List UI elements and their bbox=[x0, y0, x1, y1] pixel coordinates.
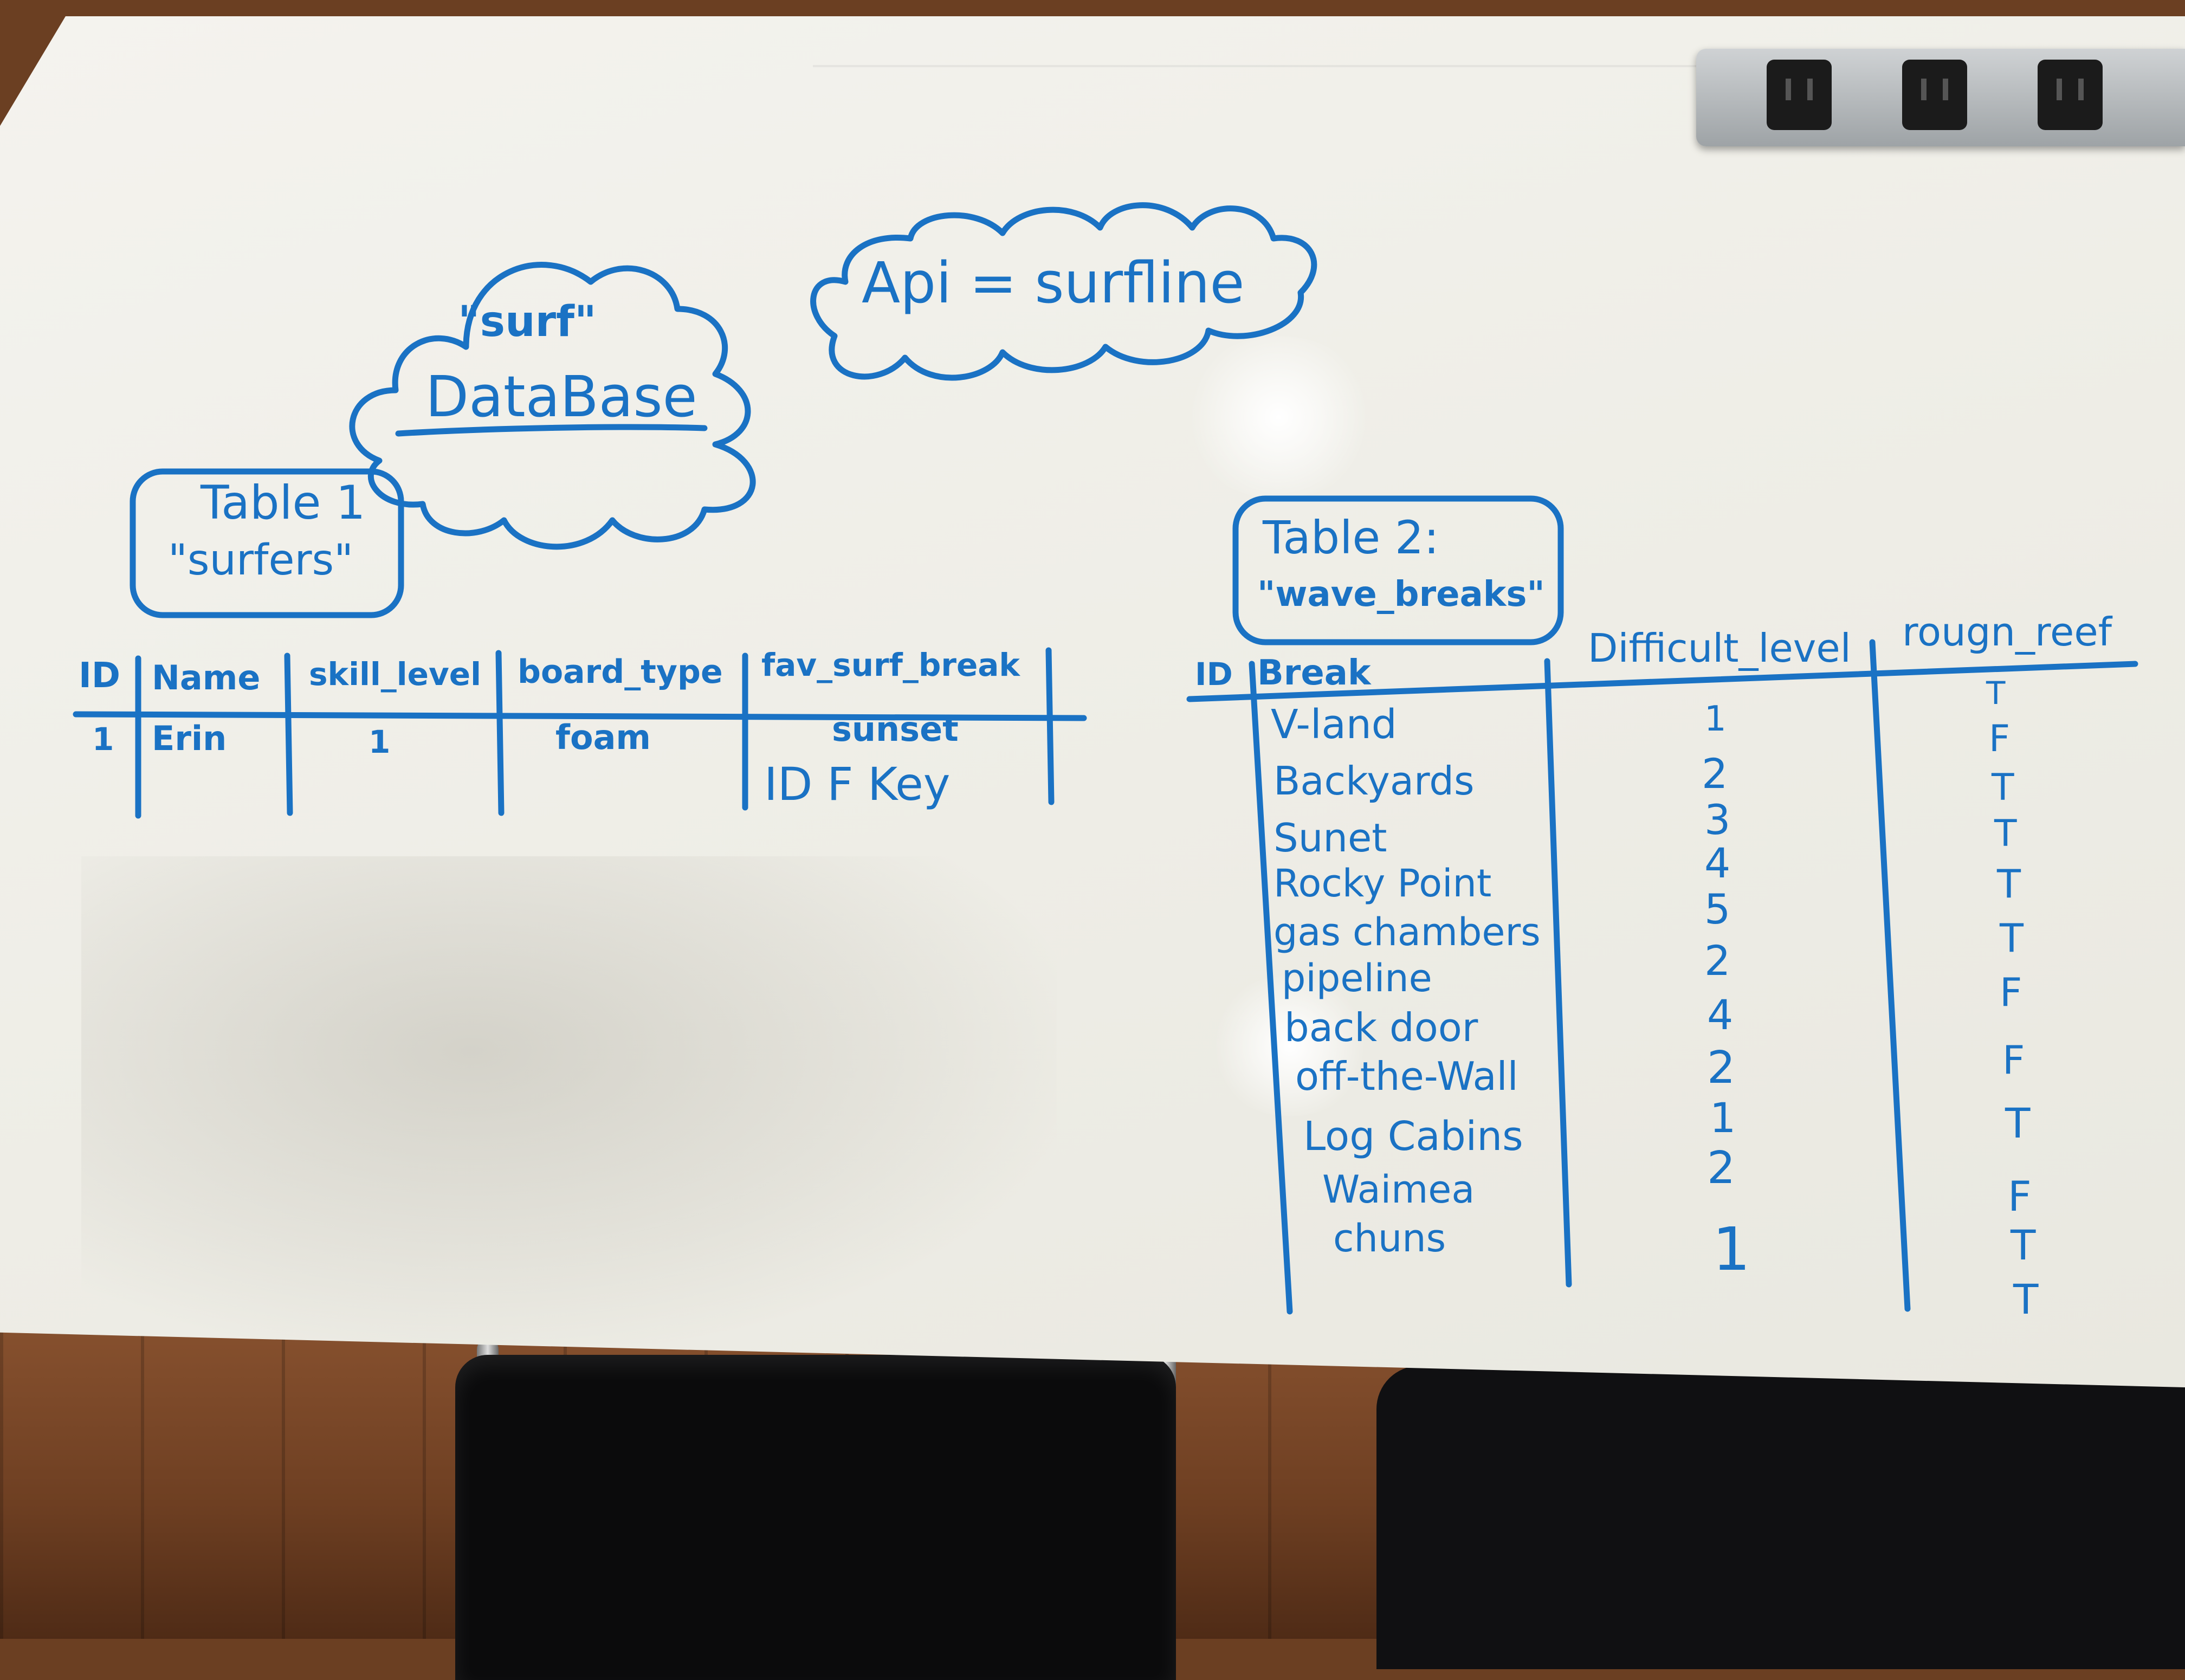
board-seam bbox=[813, 65, 1897, 67]
database-title: DataBase bbox=[425, 364, 697, 430]
shadow bbox=[81, 856, 1057, 1344]
table1-header-fav-surf-break: fav_surf_break bbox=[761, 647, 1020, 683]
table1-header-skill-level: skill_level bbox=[309, 656, 481, 693]
api-cloud bbox=[810, 202, 1317, 381]
table2-break: off-the-Wall bbox=[1295, 1054, 1518, 1099]
table1-header-board-type: board_type bbox=[518, 653, 723, 691]
whiteboard bbox=[0, 16, 2185, 1387]
table1-header-line bbox=[73, 711, 1087, 721]
table2-label-box bbox=[1232, 495, 1564, 645]
table2-break: Sunet bbox=[1273, 815, 1387, 861]
table2-difficulty: 4 bbox=[1707, 991, 1734, 1039]
table2-break: V-land bbox=[1271, 701, 1397, 748]
table2-reef: F bbox=[2002, 1037, 2025, 1083]
api-label: Api = surfline bbox=[862, 250, 1245, 316]
table1-title: Table 1 bbox=[201, 476, 366, 530]
table2-reef: F bbox=[2008, 1172, 2032, 1220]
table2-difficulty: 2 bbox=[1707, 1042, 1736, 1094]
table1-cell-skill-level: 1 bbox=[369, 723, 391, 760]
table2-header-difficult-level: Difficult_level bbox=[1588, 625, 1851, 671]
table2-header-rougn-reef: rougn_reef bbox=[1902, 609, 2112, 655]
table2-difficulty: 3 bbox=[1704, 796, 1731, 844]
outlet bbox=[1902, 60, 1967, 130]
table2-difficulty: 1 bbox=[1712, 1214, 1750, 1284]
table2-break: back door bbox=[1284, 1005, 1478, 1050]
table1-label-box bbox=[130, 468, 404, 618]
table1-header-id: ID bbox=[79, 656, 120, 696]
table2-reef: T bbox=[1997, 861, 2021, 907]
table2-header-break: Break bbox=[1257, 653, 1371, 693]
table1-cell-name: Erin bbox=[152, 719, 227, 758]
table2-break: Rocky Point bbox=[1273, 861, 1492, 906]
table1-foreign-key-note: ID F Key bbox=[764, 758, 951, 811]
table1-cell-id: 1 bbox=[92, 721, 114, 758]
table2-name: "wave_breaks" bbox=[1257, 574, 1545, 615]
table1-col-line bbox=[495, 650, 505, 816]
table1-col-line bbox=[284, 652, 293, 816]
table2-col-line bbox=[1249, 661, 1293, 1315]
table2-difficulty: 4 bbox=[1704, 839, 1731, 887]
database-underline bbox=[395, 424, 708, 437]
table1-cell-fav-surf-break: sunset bbox=[832, 709, 959, 749]
table2-break: Backyards bbox=[1273, 758, 1475, 804]
table2-difficulty: 5 bbox=[1704, 885, 1731, 933]
table2-difficulty: 1 bbox=[1710, 1094, 1736, 1142]
table2-header-id: ID bbox=[1195, 656, 1233, 693]
power-strip bbox=[1696, 49, 2185, 146]
table2-reef: T bbox=[2005, 1099, 2031, 1147]
table2-col-line bbox=[1544, 658, 1572, 1288]
table2-break: pipeline bbox=[1282, 956, 1432, 1000]
table2-header-line bbox=[1186, 661, 2138, 702]
light-glare bbox=[1181, 336, 1376, 499]
light-glare bbox=[1208, 975, 1371, 1116]
table1-header-name: Name bbox=[152, 658, 261, 697]
table2-break: chuns bbox=[1333, 1216, 1446, 1261]
chair-right bbox=[1376, 1366, 2185, 1669]
table2-difficulty: 2 bbox=[1707, 1142, 1736, 1194]
outlet bbox=[1767, 60, 1832, 130]
outlet bbox=[2038, 60, 2103, 130]
table2-break: Log Cabins bbox=[1303, 1113, 1523, 1160]
table2-reef: F bbox=[1989, 718, 2011, 760]
marker-drawing bbox=[73, 202, 2138, 1315]
chair-left bbox=[455, 1355, 1176, 1680]
database-label: "surf" bbox=[458, 298, 597, 346]
table2-break: Waimea bbox=[1322, 1167, 1475, 1212]
table2-reef: T bbox=[1992, 766, 2014, 809]
table2-reef: F bbox=[2000, 970, 2022, 1015]
table1-cell-board-type: foam bbox=[555, 718, 651, 757]
table2-reef: T bbox=[2011, 1221, 2036, 1269]
database-cloud bbox=[349, 262, 756, 550]
table2-difficulty: 1 bbox=[1704, 699, 1727, 739]
table2-col-line bbox=[1869, 639, 1911, 1312]
table2-title: Table 2: bbox=[1263, 511, 1439, 564]
table2-break: gas chambers bbox=[1273, 910, 1541, 954]
table2-reef: T bbox=[1994, 812, 2017, 855]
table2-reef: T bbox=[2000, 915, 2024, 961]
table2-reef: T bbox=[1986, 675, 2006, 712]
table2-reef: T bbox=[2013, 1275, 2039, 1323]
table1-name: "surfers" bbox=[168, 536, 354, 585]
table1-col-line bbox=[1045, 647, 1055, 805]
table2-difficulty: 2 bbox=[1704, 936, 1731, 985]
table2-difficulty: 2 bbox=[1702, 749, 1728, 798]
